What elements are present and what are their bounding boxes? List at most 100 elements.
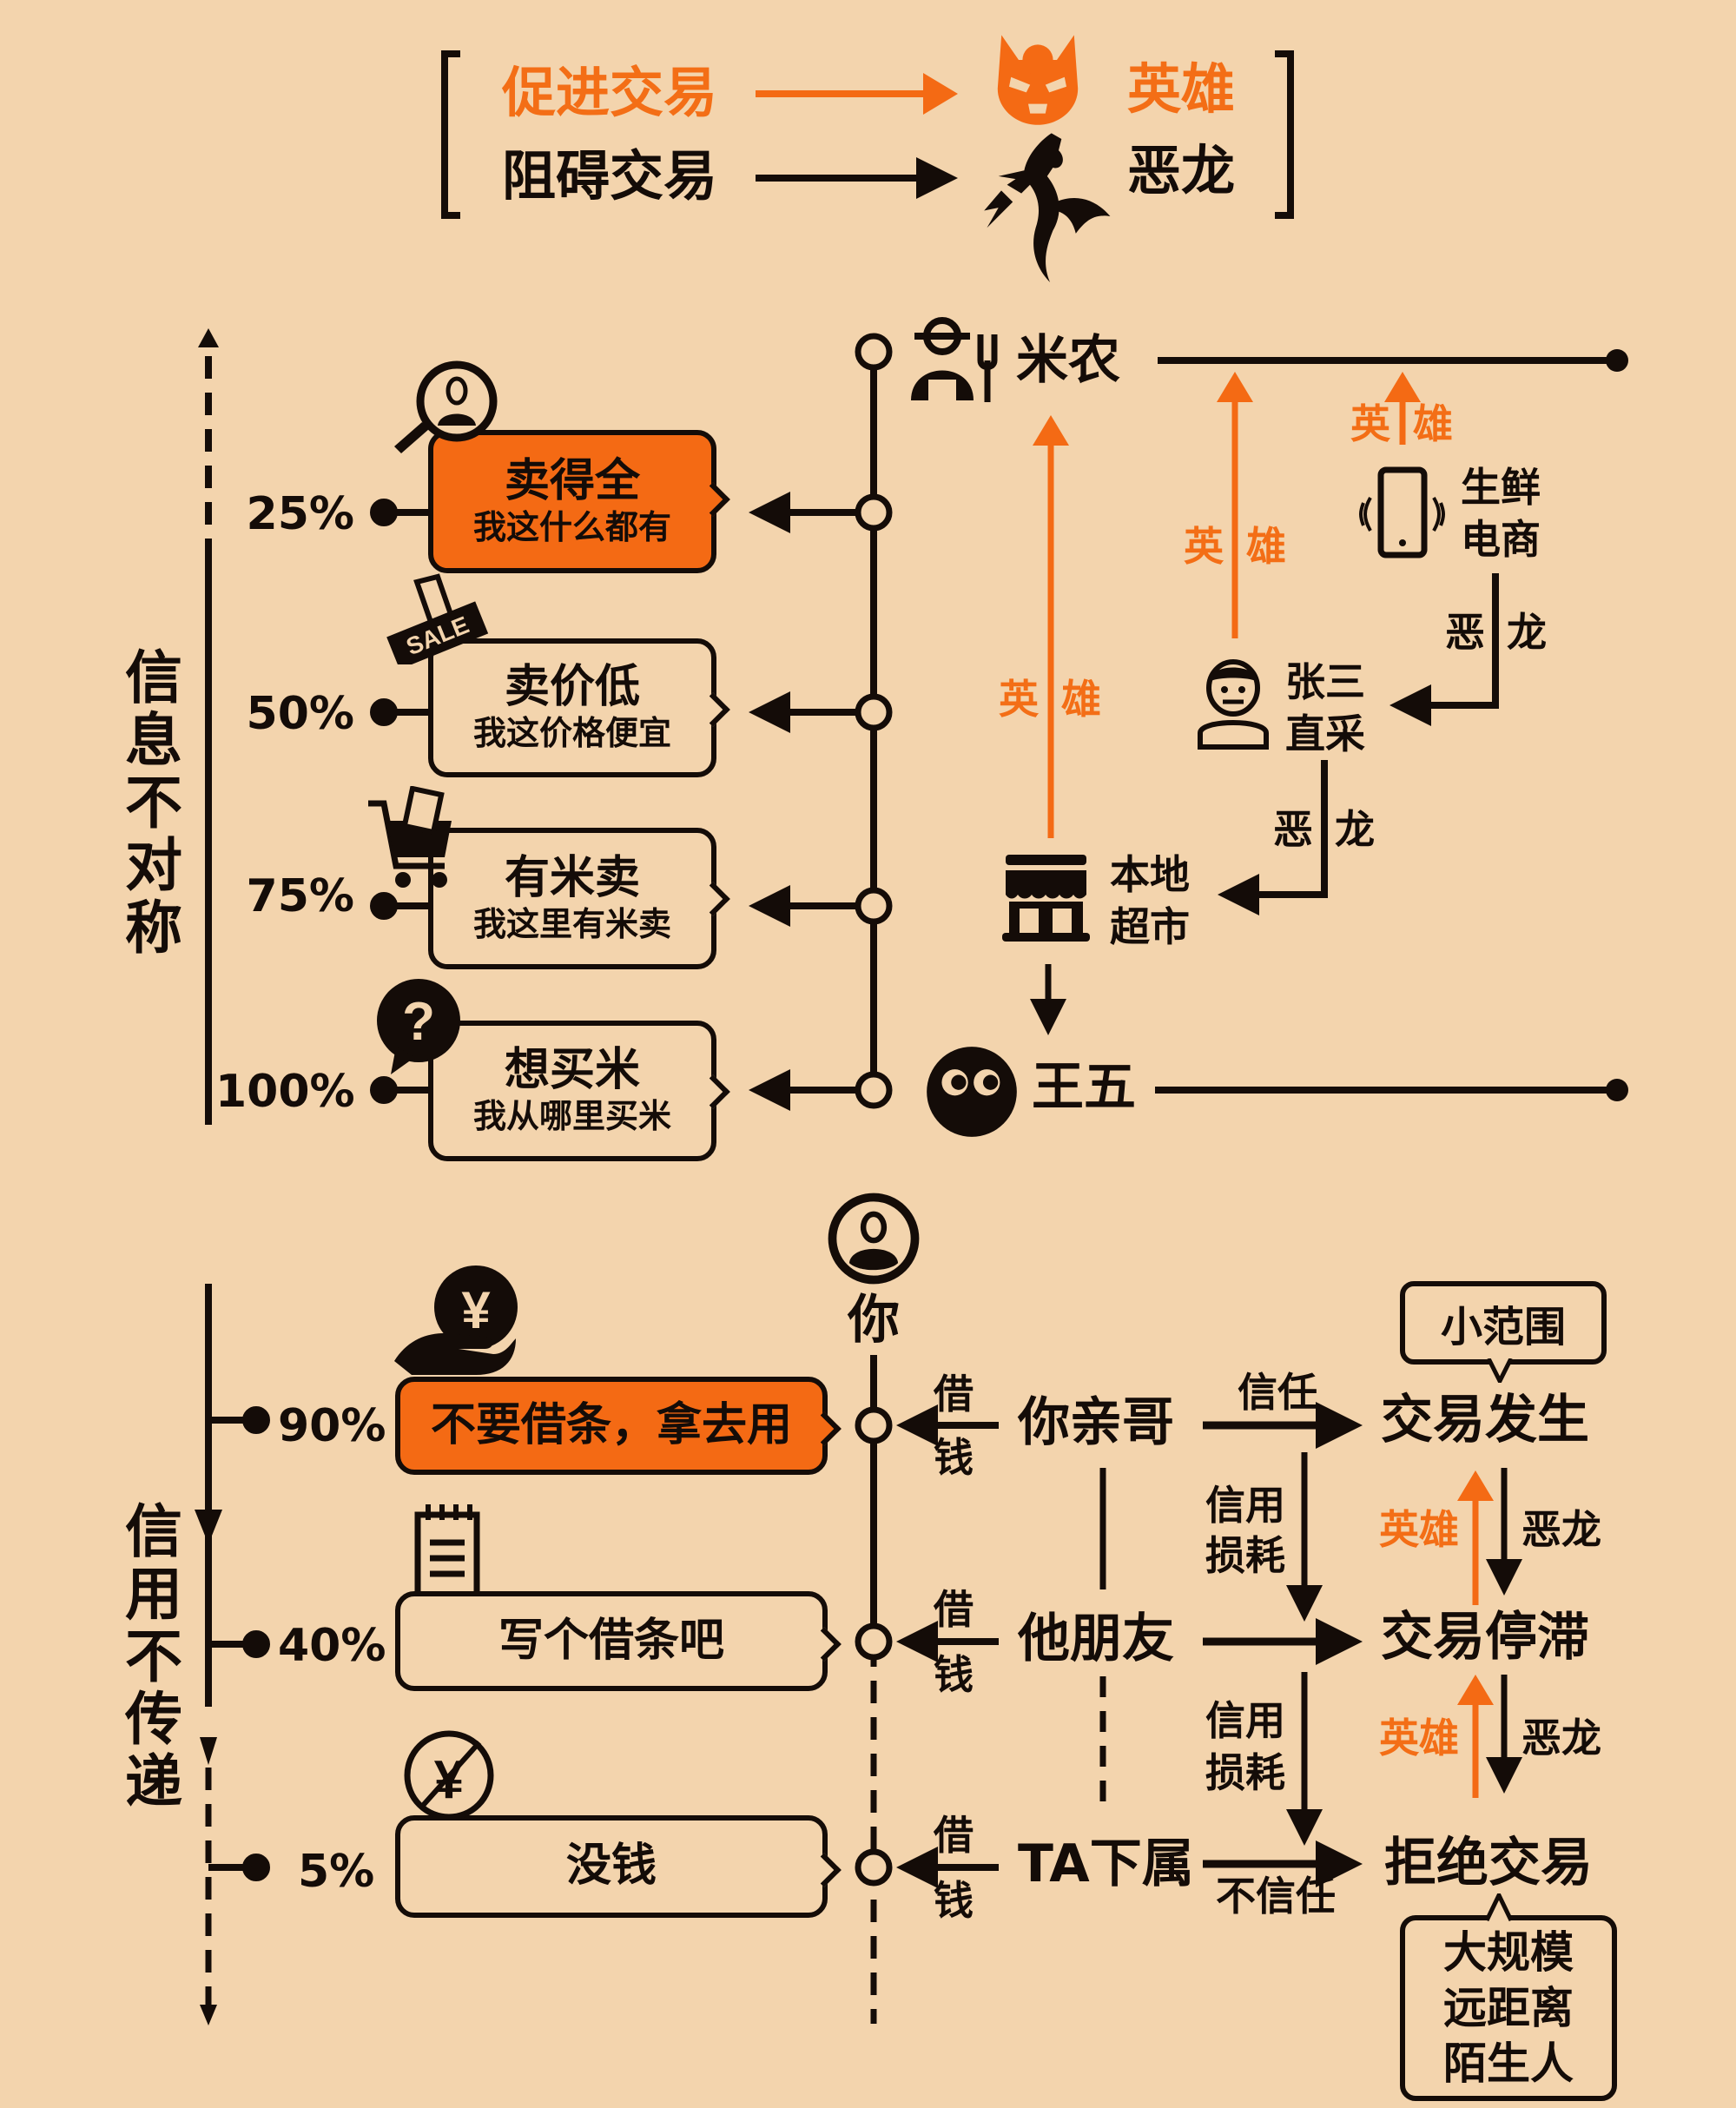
info-row-box[interactable]: 想买米 我从哪里买米: [428, 1021, 730, 1161]
credit-row-percent: 40%: [278, 1620, 386, 1672]
credit-row-text: 写个借条吧: [498, 1614, 724, 1667]
legend-hero-label: 英雄: [1127, 57, 1236, 121]
outcome-hero-label-1: 英雄: [1379, 1506, 1459, 1553]
dragon-arrow-direct: [1218, 760, 1328, 915]
outcome-hero-label-2: 英雄: [1379, 1715, 1459, 1761]
small-scope-pointer: [1487, 1358, 1513, 1383]
person-brother: 你亲哥: [1018, 1392, 1174, 1453]
distrust-label: 不信任: [1216, 1873, 1336, 1920]
dragon-label-direct-b: 龙: [1335, 806, 1375, 853]
svg-text:¥: ¥: [461, 1281, 491, 1339]
hero-label-ecommerce-a: 英: [1350, 400, 1390, 447]
direct-label-line2: 直采: [1285, 710, 1365, 757]
large-scope-callout: 大规模 远距离 陌生人: [1400, 1915, 1617, 2101]
farmer-icon: [911, 317, 998, 402]
store-icon: [1002, 855, 1090, 942]
legend-hinder-label: 阻碍交易: [502, 144, 718, 208]
large-scope-pointer: [1485, 1893, 1513, 1921]
hero-label-supermarket-b: 雄: [1061, 676, 1101, 723]
info-row-box[interactable]: 卖价低 我这价格便宜: [428, 638, 730, 777]
legend-bracket-right: [1275, 50, 1294, 219]
info-row-title: 卖价低: [504, 661, 640, 714]
supermarket-label-line2: 超市: [1110, 903, 1190, 950]
info-row-box[interactable]: 有米卖 我这里有米卖: [428, 828, 730, 969]
hero-label-direct-a: 英: [1184, 523, 1224, 570]
small-scope-callout: 小范围: [1400, 1281, 1607, 1365]
person-icon: [1198, 659, 1269, 750]
large-scope-line1: 大规模: [1443, 1927, 1574, 1978]
small-scope-label: 小范围: [1440, 1303, 1566, 1351]
info-row-title: 想买米: [504, 1044, 640, 1097]
info-row-title: 卖得全: [504, 454, 640, 507]
credit-loss-label-2b: 损耗: [1205, 1749, 1285, 1796]
outcome-dragon-label-1: 恶龙: [1521, 1506, 1601, 1553]
hero-label-supermarket-a: 英: [999, 676, 1039, 723]
magnifier-person-icon: [394, 360, 498, 453]
supermarket-label-line1: 本地: [1110, 851, 1190, 898]
outcome-dragon-label-2: 恶龙: [1521, 1715, 1601, 1761]
sale-tag-icon: SALE: [386, 573, 489, 664]
info-row-box[interactable]: 卖得全 我这什么都有: [428, 430, 730, 573]
you-label: 你: [848, 1290, 900, 1351]
phone-icon: [1359, 466, 1445, 558]
notepad-icon: [414, 1504, 480, 1595]
seller-label: 米农: [1016, 330, 1120, 391]
info-rows-connectors: [370, 492, 855, 1111]
hero-label-ecommerce-b: 雄: [1413, 400, 1453, 447]
info-timeline-nodes: [855, 333, 893, 1109]
dragon-arrow-ecommerce: [1389, 573, 1499, 726]
outcome-trade-stalls: 交易停滞: [1381, 1607, 1589, 1668]
credit-row-text: 没钱: [565, 1840, 657, 1893]
info-row-percent: 75%: [246, 870, 354, 922]
ecommerce-label-line2: 电商: [1461, 516, 1541, 563]
dragon-icon: [984, 133, 1111, 282]
credit-rows-connectors: [208, 1406, 270, 1881]
legend-promote-label: 促进交易: [502, 61, 718, 124]
credit-row-box[interactable]: 没钱: [395, 1815, 842, 1918]
info-row-subtitle: 我这里有米卖: [472, 904, 671, 943]
credit-axis-arrowhead-3: [200, 2005, 217, 2025]
credit-loss-label-2a: 信用: [1205, 1697, 1285, 1744]
credit-loss-label-1a: 信用: [1205, 1482, 1285, 1529]
credit-timeline-nodes: [855, 1406, 893, 1887]
credit-borrow-arrows: [896, 1404, 999, 1888]
svg-text:¥: ¥: [434, 1750, 465, 1810]
face-eyes-icon: [927, 1047, 1017, 1137]
dragon-label-ecommerce-b: 龙: [1507, 609, 1547, 656]
credit-row-box[interactable]: 写个借条吧: [395, 1591, 842, 1691]
borrow-label-top-3: 借: [934, 1812, 974, 1859]
hero-label-direct-b: 雄: [1246, 523, 1286, 570]
dragon-label-direct-a: 恶: [1273, 806, 1313, 853]
borrow-label-bottom-1: 钱: [934, 1434, 974, 1481]
outcome-trade-happens: 交易发生: [1381, 1390, 1589, 1450]
credit-axis-arrowhead-1: [195, 1510, 222, 1544]
credit-row-box[interactable]: 不要借条，拿去用: [395, 1377, 842, 1475]
borrow-label-bottom-3: 钱: [934, 1877, 974, 1924]
credit-loss-label-1b: 损耗: [1205, 1532, 1285, 1579]
large-scope-line3: 陌生人: [1443, 2039, 1574, 2089]
borrow-label-top-2: 借: [934, 1586, 974, 1633]
large-scope-line2: 远距离: [1443, 1983, 1574, 2033]
money-hand-icon: ¥: [394, 1265, 518, 1375]
buyer-label: 王五: [1032, 1057, 1136, 1118]
info-row-percent: 50%: [246, 688, 354, 740]
question-bubble-icon: ?: [377, 979, 460, 1074]
direct-label-line1: 张三: [1285, 658, 1365, 705]
hero-mask-icon: [997, 35, 1079, 125]
credit-row-text: 不要借条，拿去用: [430, 1398, 792, 1451]
borrow-label-bottom-2: 钱: [934, 1651, 974, 1698]
dragon-label-ecommerce-a: 恶: [1445, 609, 1485, 656]
user-circle-icon: [828, 1193, 920, 1285]
trust-label: 信任: [1238, 1369, 1317, 1416]
legend-bracket-left: [441, 50, 460, 219]
person-subordinate: TA下属: [1018, 1834, 1194, 1894]
legend-dragon-label: 恶龙: [1127, 139, 1236, 202]
info-row-subtitle: 我这什么都有: [472, 507, 671, 546]
info-row-title: 有米卖: [504, 851, 640, 904]
no-money-icon: ¥: [404, 1730, 494, 1821]
info-row-subtitle: 我这价格便宜: [472, 714, 671, 753]
credit-row-percent: 90%: [278, 1400, 386, 1452]
ecommerce-label-line1: 生鲜: [1461, 464, 1541, 511]
info-axis-arrowhead: [198, 328, 219, 347]
